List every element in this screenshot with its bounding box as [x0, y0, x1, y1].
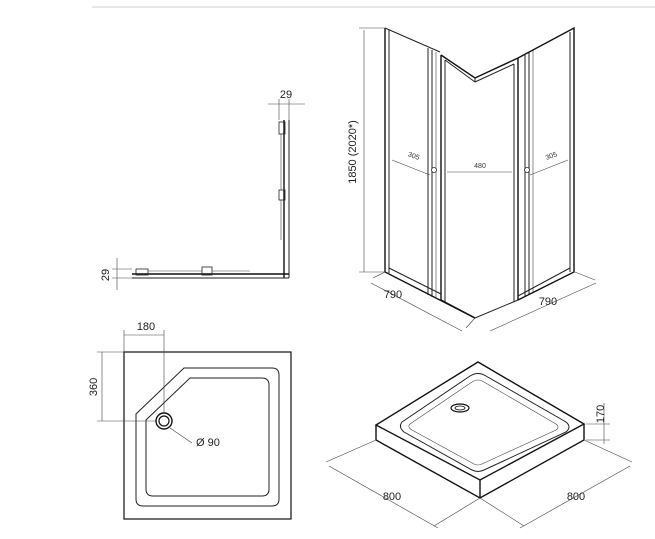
- dim-tray-height: 170: [595, 405, 607, 423]
- dim-door-center: 480: [474, 163, 486, 170]
- dim-wall-top: 29: [280, 89, 292, 101]
- dim-drain-diameter: Ø 90: [196, 437, 220, 449]
- enclosure-plan-view: 29 29: [100, 89, 305, 290]
- dim-drain-x: 180: [137, 321, 155, 333]
- tray-plan-view: Ø 90 180 360: [88, 321, 292, 520]
- dim-wall-left: 29: [100, 269, 112, 281]
- enclosure-elevation: 305 480 305 1850 (2020*) 790 790: [347, 26, 597, 332]
- dim-door-left: 305: [407, 151, 420, 162]
- tray-isometric-view: 170 800 800: [325, 361, 633, 529]
- dim-height: 1850 (2020*): [347, 120, 359, 184]
- dim-width-right: 790: [539, 296, 557, 308]
- dim-tray-width-left: 800: [383, 491, 401, 503]
- dim-drain-y: 360: [88, 378, 100, 396]
- dim-width-left: 790: [384, 289, 402, 301]
- dim-tray-width-right: 800: [567, 491, 585, 503]
- dim-door-right: 305: [545, 151, 558, 162]
